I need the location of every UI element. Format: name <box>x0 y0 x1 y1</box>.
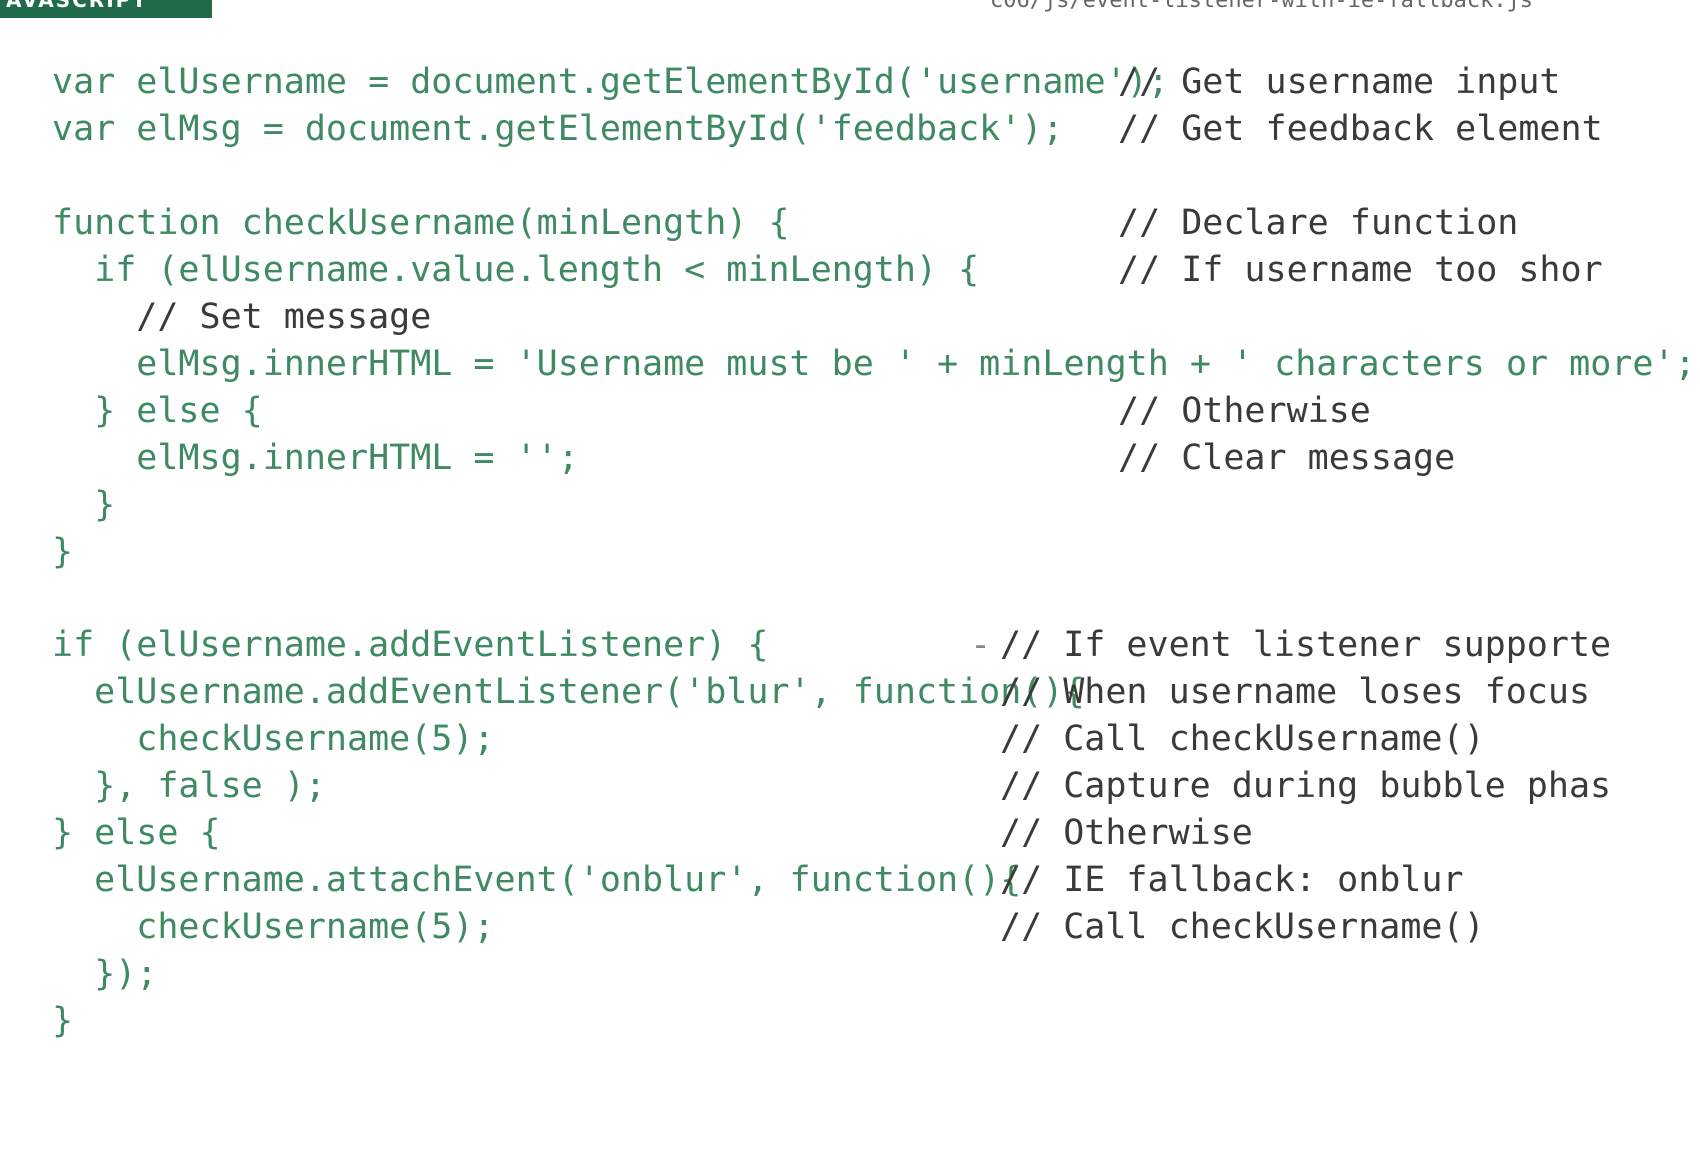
comment-line-16: // IE fallback: onblur <box>1000 860 1464 900</box>
comment-line-15: // Otherwise <box>1000 813 1253 853</box>
comment-line-11: // If event listener supporte <box>1000 625 1612 665</box>
code-line-11: if (elUsername.addEventListener) { <box>52 625 769 665</box>
comment-line-8: // Clear message <box>1118 438 1456 478</box>
code-line-13: checkUsername(5); <box>52 719 495 759</box>
code-line-6: elMsg.innerHTML = 'Username must be ' + … <box>52 344 1696 384</box>
tick-mark: - <box>970 625 992 665</box>
code-line-3: function checkUsername(minLength) { <box>52 203 790 243</box>
comment-line-17: // Call checkUsername() <box>1000 907 1485 947</box>
language-tab-label: AVASCRIPT <box>6 0 148 12</box>
code-line-14: }, false ); <box>52 766 326 806</box>
code-line-8: elMsg.innerHTML = ''; <box>52 438 579 478</box>
code-line-17: checkUsername(5); <box>52 907 495 947</box>
code-line-7: } else { <box>52 391 263 431</box>
code-line-2: var elMsg = document.getElementById('fee… <box>52 109 1064 149</box>
code-line-16: elUsername.attachEvent('onblur', functio… <box>52 860 1022 900</box>
code-line-9: } <box>52 485 116 525</box>
code-line-15: } else { <box>52 813 221 853</box>
code-line-19: } <box>52 1001 74 1041</box>
comment-line-2: // Get feedback element <box>1118 109 1603 149</box>
comment-line-3: // Declare function <box>1118 203 1519 243</box>
code-line-12: elUsername.addEventListener('blur', func… <box>52 672 1085 712</box>
language-tab: AVASCRIPT <box>0 0 212 18</box>
comment-line-12: // When username loses focus <box>1000 672 1591 712</box>
file-path: c06/js/event-listener-with-ie-fallback.j… <box>990 0 1534 13</box>
code-line-1: var elUsername = document.getElementById… <box>52 62 1169 102</box>
code-line-18: }); <box>52 954 158 994</box>
comment-line-13: // Call checkUsername() <box>1000 719 1485 759</box>
comment-line-7: // Otherwise <box>1118 391 1371 431</box>
code-line-5: // Set message <box>52 297 432 337</box>
comment-line-14: // Capture during bubble phas <box>1000 766 1612 806</box>
comment-line-1: // Get username input <box>1118 62 1561 102</box>
code-line-4: if (elUsername.value.length < minLength)… <box>52 250 980 290</box>
code-line-10: } <box>52 532 74 572</box>
comment-line-4: // If username too shor <box>1118 250 1603 290</box>
